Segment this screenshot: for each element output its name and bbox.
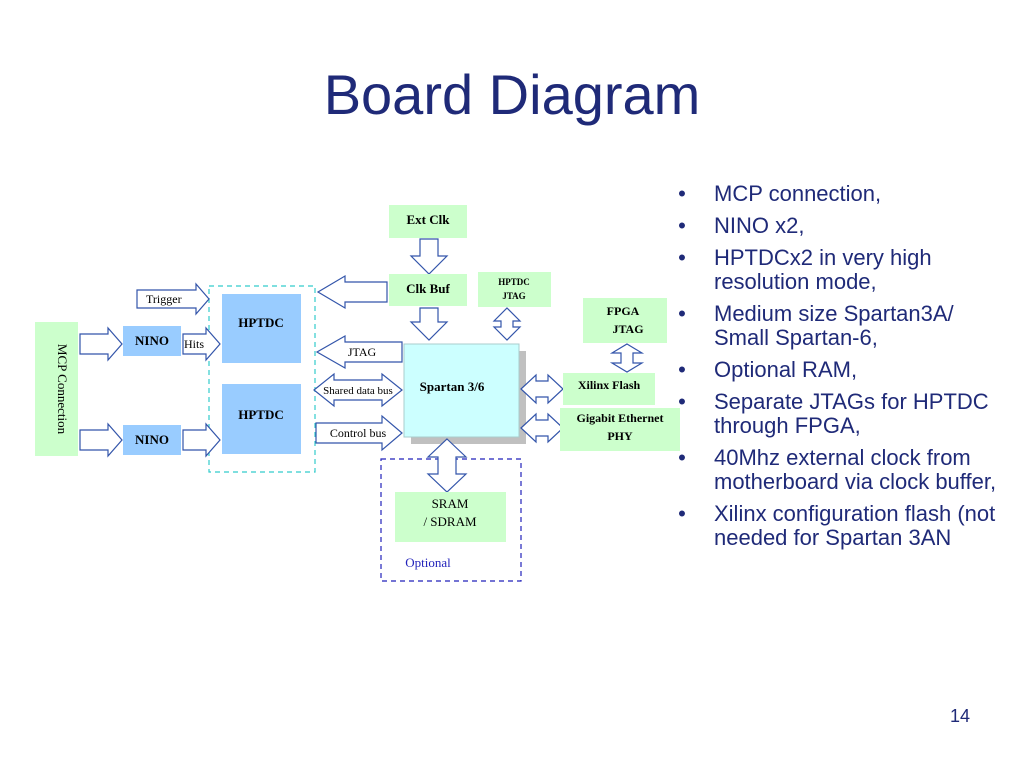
ext-clk-to-clk-buf-arrow — [409, 238, 449, 275]
optional-ram-frame — [380, 458, 522, 582]
bullet-text: MCP connection, — [714, 181, 882, 206]
bullet-item: • Separate JTAGs for HPTDC through FPGA, — [672, 390, 1012, 438]
hptdc-jtag-box — [478, 272, 551, 307]
fpga-jtag-box — [583, 298, 667, 343]
ext-clk-box — [389, 205, 467, 238]
bullet-text: Xilinx configuration flash (not needed f… — [714, 501, 996, 550]
hptdc-top-box — [222, 294, 301, 363]
mcp-to-nino-bottom-arrow — [79, 422, 123, 458]
bullet-item: • NINO x2, — [672, 214, 1012, 238]
spartan-label: Spartan 3/6 — [420, 379, 485, 394]
nino-to-hptdc-bottom-arrow — [182, 422, 221, 458]
clk-buf-to-hptdc-arrow — [316, 274, 388, 310]
spartan-flash-arrow — [520, 373, 564, 405]
ext-clk-label: Ext Clk — [407, 212, 451, 227]
gigabit-ethernet-box — [560, 408, 680, 451]
spartan-box — [403, 343, 520, 438]
bullet-text: Optional RAM, — [714, 357, 858, 382]
hptdc-bottom-label: HPTDC — [238, 407, 284, 422]
hptdc-bottom-box — [222, 384, 301, 454]
nino-bottom-label: NINO — [135, 432, 169, 447]
xilinx-flash-box — [563, 373, 655, 405]
bullet-item: • 40Mhz external clock from motherboard v… — [672, 446, 1012, 494]
nino-top-label: NINO — [135, 333, 169, 348]
bullet-dot: • — [678, 213, 686, 238]
board-diagram: MCP Connection NINO NINO Hits Trigger HP… — [35, 205, 680, 582]
bullet-text: Separate JTAGs for HPTDC through FPGA, — [714, 389, 989, 438]
nino-to-hptdc-top-arrow — [182, 326, 221, 362]
bullet-item: • Xilinx configuration flash (not needed … — [672, 502, 1012, 550]
clk-buf-label: Clk Buf — [406, 281, 450, 296]
bullet-dot: • — [678, 501, 686, 526]
fpga-jtag-label-line2: JTAG — [612, 322, 643, 336]
slide-title: Board Diagram — [323, 63, 701, 126]
bullet-item: • HPTDCx2 in very high resolution mode, — [672, 246, 1012, 294]
bullet-text: 40Mhz external clock from motherboard vi… — [714, 445, 997, 494]
spartan-sram-arrow — [426, 438, 468, 493]
mcp-connection-label: MCP Connection — [55, 344, 70, 435]
bullet-text: Medium size Spartan3A/ Small Spartan-6, — [714, 301, 954, 350]
clk-buf-box — [389, 274, 467, 306]
xilinx-flash-label: Xilinx Flash — [578, 378, 641, 392]
bullet-dot: • — [678, 445, 686, 470]
nino-top-box — [123, 326, 181, 356]
bullet-text: NINO x2, — [714, 213, 805, 238]
fpga-jtag-label-line1: FPGA — [607, 304, 640, 318]
page-number: 14 — [949, 706, 970, 726]
control-bus-label: Control bus — [330, 426, 387, 440]
sram-box — [395, 492, 506, 542]
bullet-text: HPTDCx2 in very high resolution mode, — [714, 245, 932, 294]
jtag-arrow — [315, 334, 403, 370]
bullet-dot: • — [678, 301, 686, 326]
hptdc-jtag-spartan-arrow — [492, 307, 522, 341]
bullet-item: • Optional RAM, — [672, 358, 1012, 382]
hptdc-top-label: HPTDC — [238, 315, 284, 330]
control-bus-arrow — [315, 414, 403, 452]
bullet-dot: • — [678, 181, 686, 206]
sram-label-line2: / SDRAM — [423, 514, 477, 529]
shared-data-bus-label: Shared data bus — [323, 385, 393, 397]
nino-bottom-box — [123, 425, 181, 455]
hptdc-jtag-label-line2: JTAG — [502, 291, 525, 301]
mcp-connection-box — [35, 322, 78, 456]
bullet-item: • Medium size Spartan3A/ Small Spartan-6, — [672, 302, 1012, 350]
bullet-list: • MCP connection, • NINO x2, • HPTDCx2 in v… — [672, 182, 1012, 558]
trigger-arrow — [136, 282, 210, 316]
bullet-dot: • — [678, 245, 686, 270]
hptdc-group-frame — [208, 285, 316, 473]
gigabit-ethernet-label-line1: Gigabit Ethernet — [577, 411, 664, 425]
hits-label: Hits — [184, 337, 204, 351]
gigabit-ethernet-label-line2: PHY — [607, 429, 633, 443]
bullet-dot: • — [678, 389, 686, 414]
clk-buf-to-spartan-arrow — [409, 307, 449, 341]
bullet-dot: • — [678, 357, 686, 382]
spartan-gigabit-arrow — [520, 412, 564, 444]
shared-data-bus-arrow — [313, 372, 403, 408]
hptdc-jtag-label-line1: HPTDC — [498, 277, 530, 287]
trigger-label: Trigger — [146, 292, 182, 306]
mcp-to-nino-top-arrow — [79, 326, 123, 362]
bullet-item: • MCP connection, — [672, 182, 1012, 206]
sram-label-line1: SRAM — [432, 496, 469, 511]
jtag-label: JTAG — [348, 345, 377, 359]
fpga-jtag-flash-arrow — [609, 343, 645, 373]
optional-label: Optional — [405, 555, 451, 570]
